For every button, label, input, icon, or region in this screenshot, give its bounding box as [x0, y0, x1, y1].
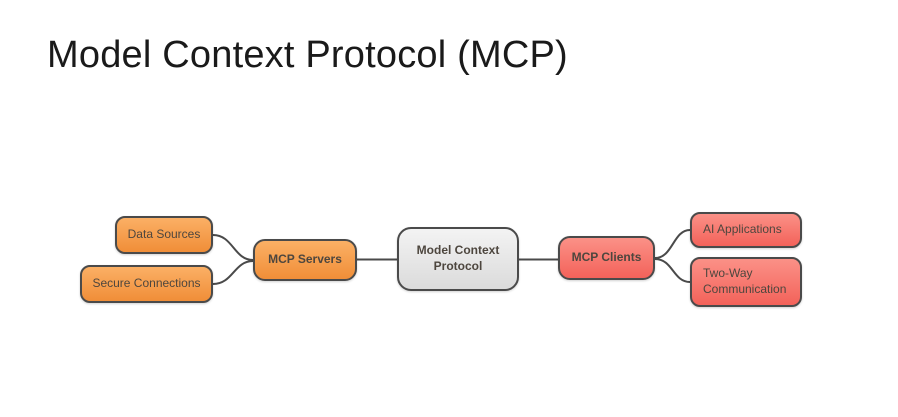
- node-mcp-servers: MCP Servers: [253, 239, 357, 281]
- node-data-sources-label: Data Sources: [127, 227, 201, 242]
- node-ai-applications-label: AI Applications: [703, 222, 782, 237]
- page-title: Model Context Protocol (MCP): [47, 34, 568, 76]
- node-mcp-servers-label: MCP Servers: [268, 252, 342, 267]
- node-mcp-clients: MCP Clients: [558, 236, 655, 280]
- node-model-context-protocol-label: Model Context Protocol: [416, 243, 500, 273]
- node-ai-applications: AI Applications: [690, 212, 802, 248]
- connector-data-sources-to-mcp-servers: [212, 234, 254, 261]
- node-two-way-communication-label: Two-Way Communication: [703, 266, 787, 296]
- connector-mcp-clients-to-two-way-communication: [654, 258, 691, 283]
- node-secure-connections: Secure Connections: [80, 265, 213, 303]
- node-mcp-clients-label: MCP Clients: [571, 250, 642, 265]
- node-secure-connections-label: Secure Connections: [92, 276, 201, 291]
- node-data-sources: Data Sources: [115, 216, 213, 254]
- connector-mcp-clients-to-ai-applications: [654, 229, 691, 259]
- node-model-context-protocol: Model Context Protocol: [397, 227, 519, 291]
- connector-secure-connections-to-mcp-servers: [212, 260, 254, 285]
- node-two-way-communication: Two-Way Communication: [690, 257, 802, 307]
